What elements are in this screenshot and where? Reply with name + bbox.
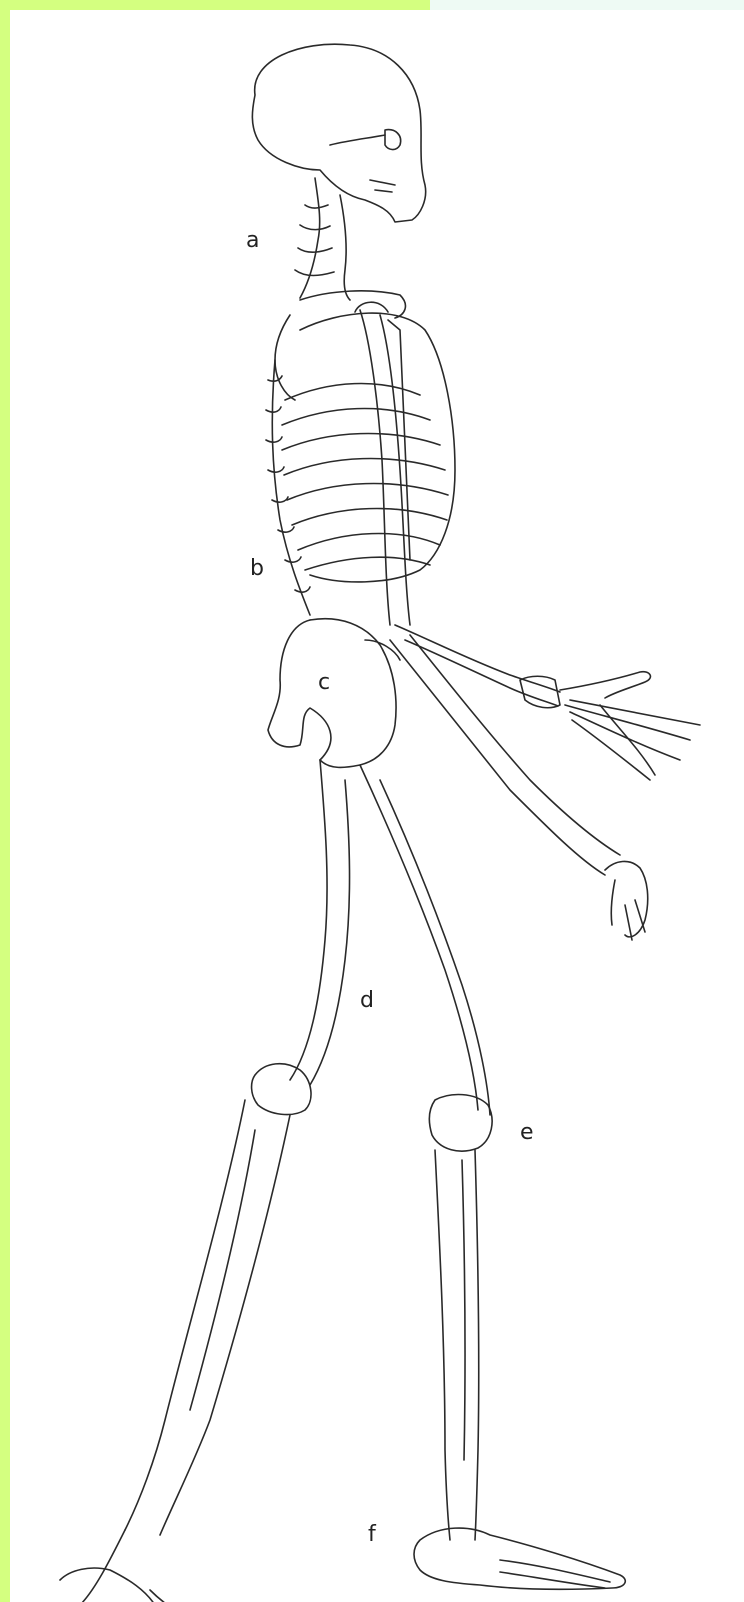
knee-back xyxy=(252,1064,311,1115)
femur-back xyxy=(290,760,350,1085)
pelvis xyxy=(268,619,400,768)
shoulder-girdle xyxy=(275,291,405,400)
cervical-spine xyxy=(295,178,350,300)
lower-leg-front xyxy=(435,1150,479,1540)
label-a: a xyxy=(246,228,259,253)
hand-front xyxy=(560,672,700,780)
label-e: e xyxy=(520,1120,534,1145)
label-f: f xyxy=(368,1522,376,1547)
femur-front xyxy=(360,765,490,1115)
label-b: b xyxy=(250,556,264,581)
foot-back xyxy=(60,1530,211,1602)
skeleton-drawing xyxy=(10,10,744,1602)
label-c: c xyxy=(318,670,330,695)
diagram-frame: a b c d e f xyxy=(10,10,744,1602)
foot-front xyxy=(414,1528,625,1589)
skull xyxy=(252,44,425,222)
rib-cage xyxy=(282,313,455,582)
top-border-strip xyxy=(0,0,744,10)
knee-front xyxy=(429,1095,492,1152)
label-d: d xyxy=(360,988,374,1013)
lower-leg-back xyxy=(125,1100,290,1535)
forearm-front xyxy=(395,625,560,708)
